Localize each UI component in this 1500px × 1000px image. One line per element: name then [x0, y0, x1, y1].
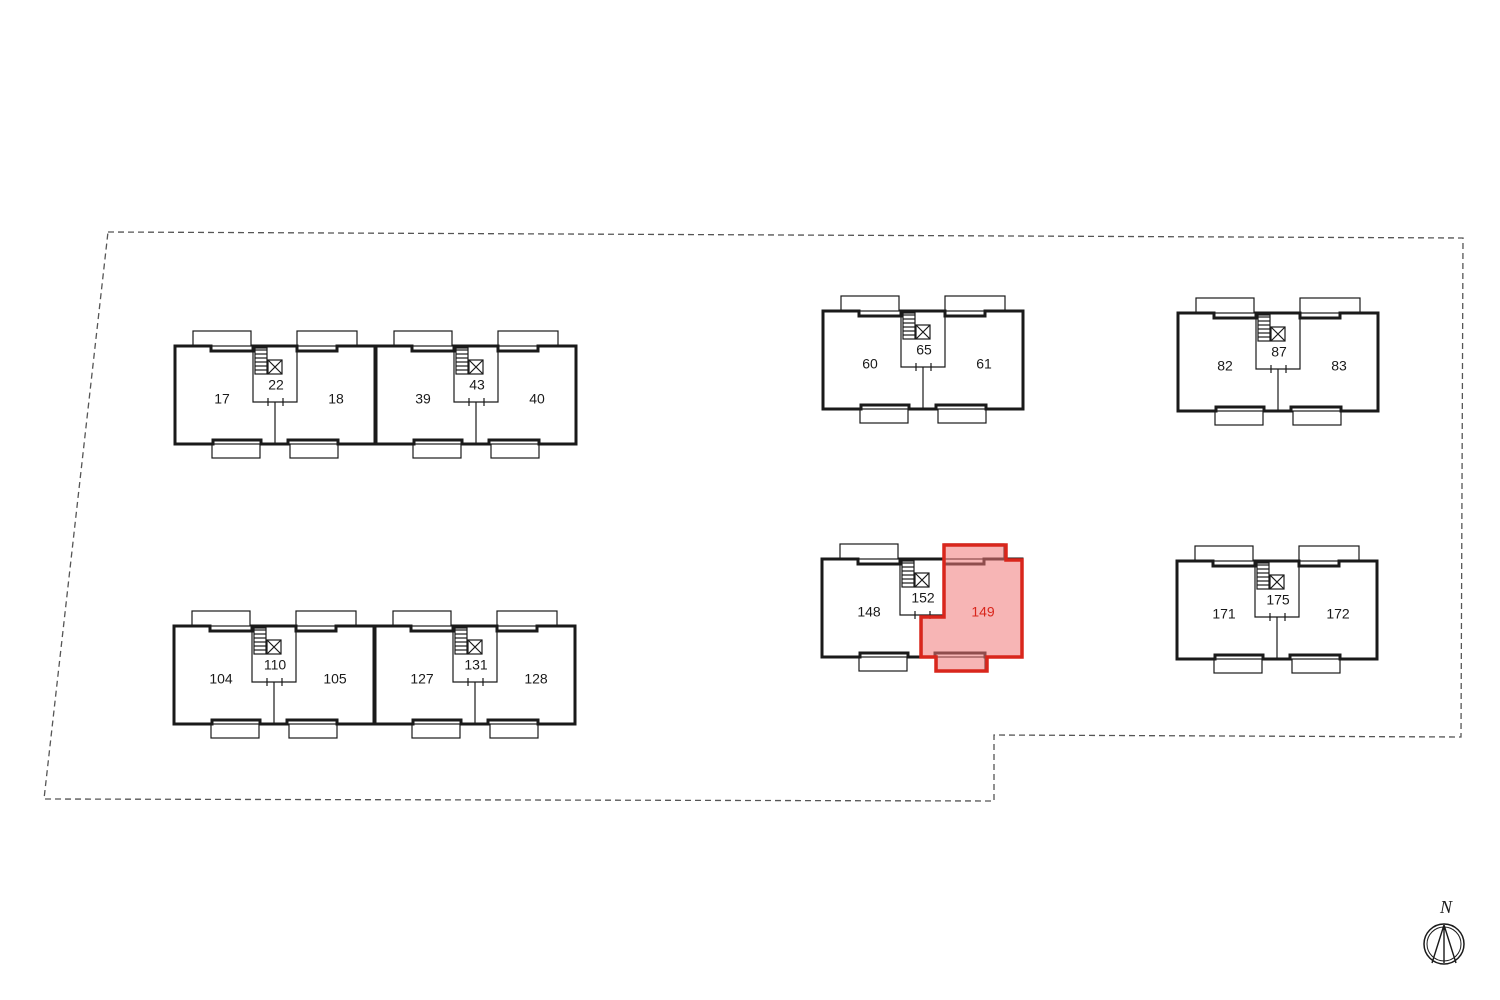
building-43: 39 40 43 — [374, 330, 578, 459]
balcony — [191, 610, 251, 627]
unit-label: 40 — [529, 391, 545, 407]
stair-label: 22 — [268, 377, 284, 393]
site-boundary — [43, 231, 1464, 802]
balcony — [192, 330, 252, 347]
stair-label: 65 — [916, 342, 932, 358]
balcony — [859, 408, 909, 424]
unit-label: 82 — [1217, 358, 1233, 374]
balcony — [858, 656, 908, 672]
unit-label: 83 — [1331, 358, 1347, 374]
unit-label: 18 — [328, 391, 344, 407]
balcony — [211, 443, 261, 459]
balcony — [1194, 545, 1254, 562]
balcony — [496, 610, 558, 627]
balcony — [411, 723, 461, 739]
unit-label: 17 — [214, 391, 230, 407]
balcony — [489, 723, 539, 739]
balcony — [1213, 658, 1263, 674]
balcony — [392, 610, 452, 627]
door-marks — [267, 398, 284, 406]
stair-label: 131 — [464, 657, 488, 673]
north-arrow: N — [1423, 897, 1465, 965]
stair-elevator-icon — [1257, 314, 1286, 342]
building-175: 171 172 175 — [1175, 545, 1379, 674]
balcony — [937, 408, 987, 424]
stair-elevator-icon — [254, 347, 283, 375]
unit-label: 148 — [857, 604, 881, 620]
unit-label: 104 — [209, 671, 233, 687]
balcony — [497, 330, 559, 347]
balcony — [296, 330, 358, 347]
unit-label: 171 — [1212, 606, 1236, 622]
building-110: 104 105 110 — [172, 610, 376, 739]
unit-label: 172 — [1326, 606, 1350, 622]
balcony — [289, 443, 339, 459]
balcony — [288, 723, 338, 739]
stair-elevator-icon — [455, 347, 484, 375]
stair-label: 87 — [1271, 344, 1287, 360]
door-marks — [467, 678, 484, 686]
stair-label: 43 — [469, 377, 485, 393]
balcony — [295, 610, 357, 627]
door-marks — [1269, 613, 1286, 621]
stair-elevator-icon — [901, 560, 930, 588]
stair-elevator-icon — [902, 312, 931, 340]
balcony — [1292, 410, 1342, 426]
balcony — [1291, 658, 1341, 674]
highlighted-unit-149[interactable] — [919, 543, 1024, 673]
balcony — [412, 443, 462, 459]
unit-label: 61 — [976, 356, 992, 372]
unit-label: 127 — [410, 671, 434, 687]
balcony — [1214, 410, 1264, 426]
door-marks — [1270, 365, 1287, 373]
stair-elevator-icon — [253, 627, 282, 655]
building-87: 82 83 87 — [1176, 297, 1380, 426]
building-152: 148 152 149 — [820, 543, 1024, 673]
balcony — [393, 330, 453, 347]
balcony — [944, 295, 1006, 312]
balcony — [210, 723, 260, 739]
balcony — [839, 543, 899, 560]
door-marks — [266, 678, 283, 686]
balcony — [840, 295, 900, 312]
unit-label: 105 — [323, 671, 347, 687]
door-marks — [915, 363, 932, 371]
stair-elevator-icon — [1256, 562, 1285, 590]
stair-label: 110 — [264, 657, 287, 673]
building-131: 127 128 131 — [373, 610, 577, 739]
unit-label: 128 — [524, 671, 548, 687]
unit-label: 39 — [415, 391, 431, 407]
balcony — [490, 443, 540, 459]
unit-label: 60 — [862, 356, 878, 372]
unit-label: 149 — [971, 604, 995, 620]
north-arrow-icon — [1423, 923, 1465, 965]
stair-label: 152 — [911, 590, 935, 606]
stair-label: 175 — [1266, 592, 1290, 608]
north-label: N — [1439, 897, 1453, 917]
building-65: 60 61 65 — [821, 295, 1025, 424]
balcony — [1195, 297, 1255, 314]
balcony — [1299, 297, 1361, 314]
stair-elevator-icon — [454, 627, 483, 655]
balcony — [1298, 545, 1360, 562]
building-22: 17 18 22 — [173, 330, 377, 459]
door-marks — [468, 398, 485, 406]
